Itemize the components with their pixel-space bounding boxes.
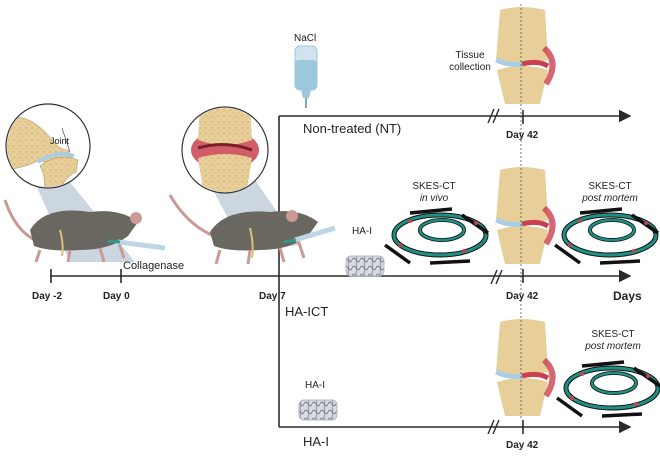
skes-ct-title-postmortem-hai: SKES-CT <box>591 329 635 340</box>
iv-bag-icon <box>294 45 318 108</box>
group-name-nt: Non-treated (NT) <box>303 121 402 136</box>
endpoint-label-haict: Day 42 <box>506 291 539 302</box>
tick-label-day-0: Day 0 <box>103 291 130 302</box>
skes-ct-title-postmortem-haict: SKES-CT <box>588 181 632 192</box>
knee-joint-hai <box>495 319 556 416</box>
synchrotron-icon-invivo <box>383 207 489 265</box>
axis-break-hai <box>487 419 500 435</box>
tissue-collection-label: Tissue collection <box>449 50 491 73</box>
knee-joint-nt <box>495 7 556 104</box>
axis-break-nt <box>487 108 500 124</box>
nacl-label: NaCl <box>294 33 317 44</box>
syringe-treatment <box>283 225 336 244</box>
group-branches <box>278 108 632 435</box>
tick-label-day-7: Day 7 <box>259 291 286 302</box>
skes-ct-subtitle-postmortem-hai: post mortem <box>585 341 641 352</box>
collagenase-label: Collagenase <box>123 260 185 272</box>
knee-joint-haict <box>495 167 556 264</box>
main-timeline <box>50 269 632 285</box>
synchrotron-icon-postmortem-haict <box>553 207 659 265</box>
group-name-haict: HA-ICT <box>285 304 329 319</box>
group-name-hai: HA-I <box>303 434 329 449</box>
endpoint-label-hai: Day 42 <box>506 440 539 451</box>
inflamed-joint-icon <box>191 108 259 192</box>
synchrotron-icon-postmortem-hai <box>555 360 660 418</box>
hydrogel-implant-icon-haict <box>345 255 385 277</box>
days-axis-label: Days <box>613 289 642 303</box>
axis-break-main <box>490 269 503 285</box>
joint-label: Joint <box>50 136 70 146</box>
healthy-joint-icon <box>7 116 79 187</box>
endpoint-label-nt: Day 42 <box>506 130 539 141</box>
hydrogel-implant-icon-hai <box>298 399 338 421</box>
hai-label-haict: HA-I <box>352 226 372 237</box>
tick-label-day-minus-2: Day -2 <box>32 291 63 302</box>
syringe-collagenase <box>107 239 166 251</box>
hai-label-hai: HA-I <box>305 380 325 391</box>
skes-ct-subtitle-invivo: in vivo <box>419 193 449 204</box>
skes-ct-title-invivo: SKES-CT <box>412 181 456 192</box>
skes-ct-subtitle-postmortem-haict: post mortem <box>582 193 638 204</box>
